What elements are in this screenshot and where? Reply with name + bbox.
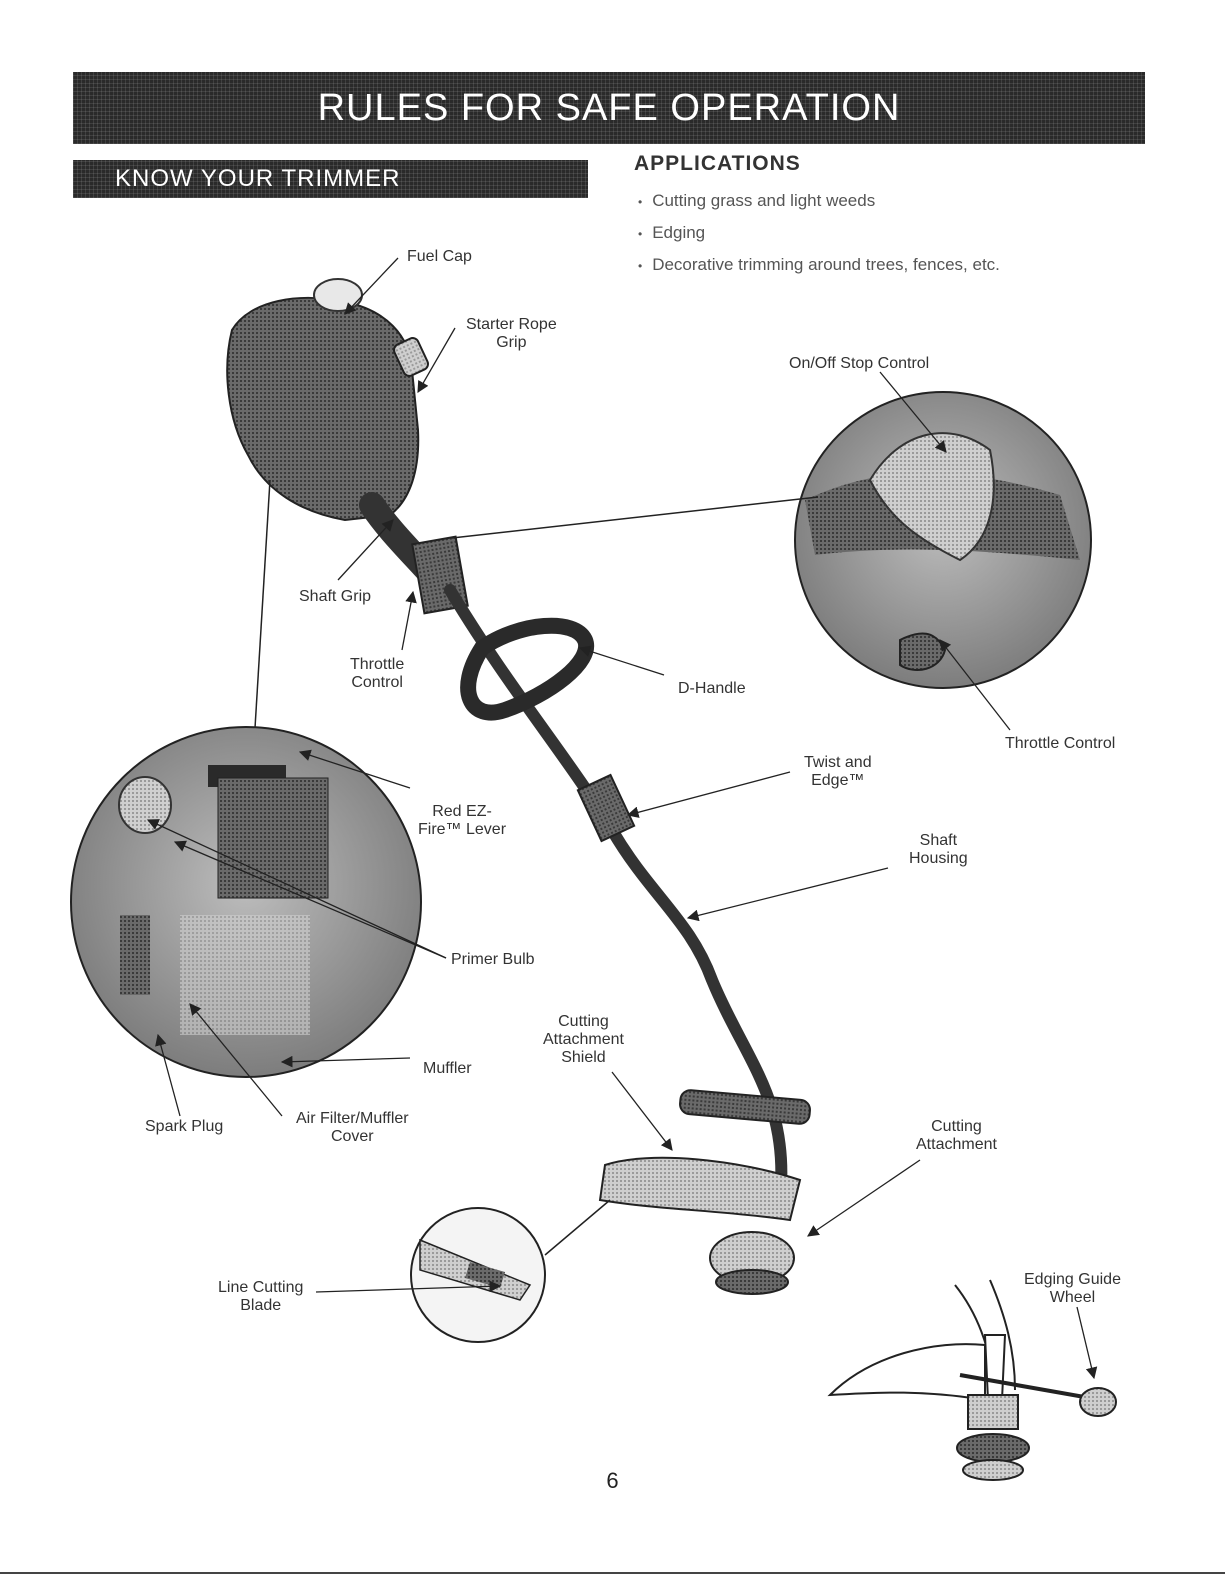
label-starter-rope-grip: Starter Rope Grip [466, 316, 557, 352]
connector-line [452, 497, 818, 538]
label-muffler: Muffler [423, 1060, 472, 1078]
engine-detail-circle [71, 727, 421, 1077]
label-edging-guide-wheel: Edging Guide Wheel [1024, 1271, 1121, 1307]
label-shaft-housing: Shaft Housing [909, 832, 968, 868]
connector-line [545, 1200, 610, 1255]
label-line-cutting-blade: Line Cutting Blade [218, 1279, 303, 1315]
label-primer-bulb: Primer Bulb [451, 951, 535, 969]
label-cutting-attachment-shield: Cutting Attachment Shield [543, 1013, 624, 1067]
engine-head [227, 279, 430, 520]
label-cutting-attachment: Cutting Attachment [916, 1118, 997, 1154]
label-shaft-grip: Shaft Grip [299, 588, 371, 606]
edging-guide-illustration [830, 1280, 1116, 1480]
label-twist-and-edge: Twist and Edge™ [804, 754, 872, 790]
label-air-filter-muffler-cover: Air Filter/Muffler Cover [296, 1110, 409, 1146]
label-throttle-control-right: Throttle Control [1005, 735, 1115, 753]
bottom-rule [0, 1572, 1225, 1574]
label-red-ez-fire-lever: Red EZ- Fire™ Lever [418, 803, 506, 839]
blade-detail-circle [411, 1208, 545, 1342]
fuel-cap-shape [314, 279, 362, 311]
label-throttle-control-left: Throttle Control [350, 656, 404, 692]
shaft-assembly [372, 505, 811, 1294]
label-on-off-stop-control: On/Off Stop Control [789, 355, 929, 373]
connector-line [255, 480, 270, 728]
label-fuel-cap: Fuel Cap [407, 248, 472, 266]
label-spark-plug: Spark Plug [145, 1118, 223, 1136]
label-d-handle: D-Handle [678, 680, 746, 698]
page-number: 6 [0, 1468, 1225, 1494]
